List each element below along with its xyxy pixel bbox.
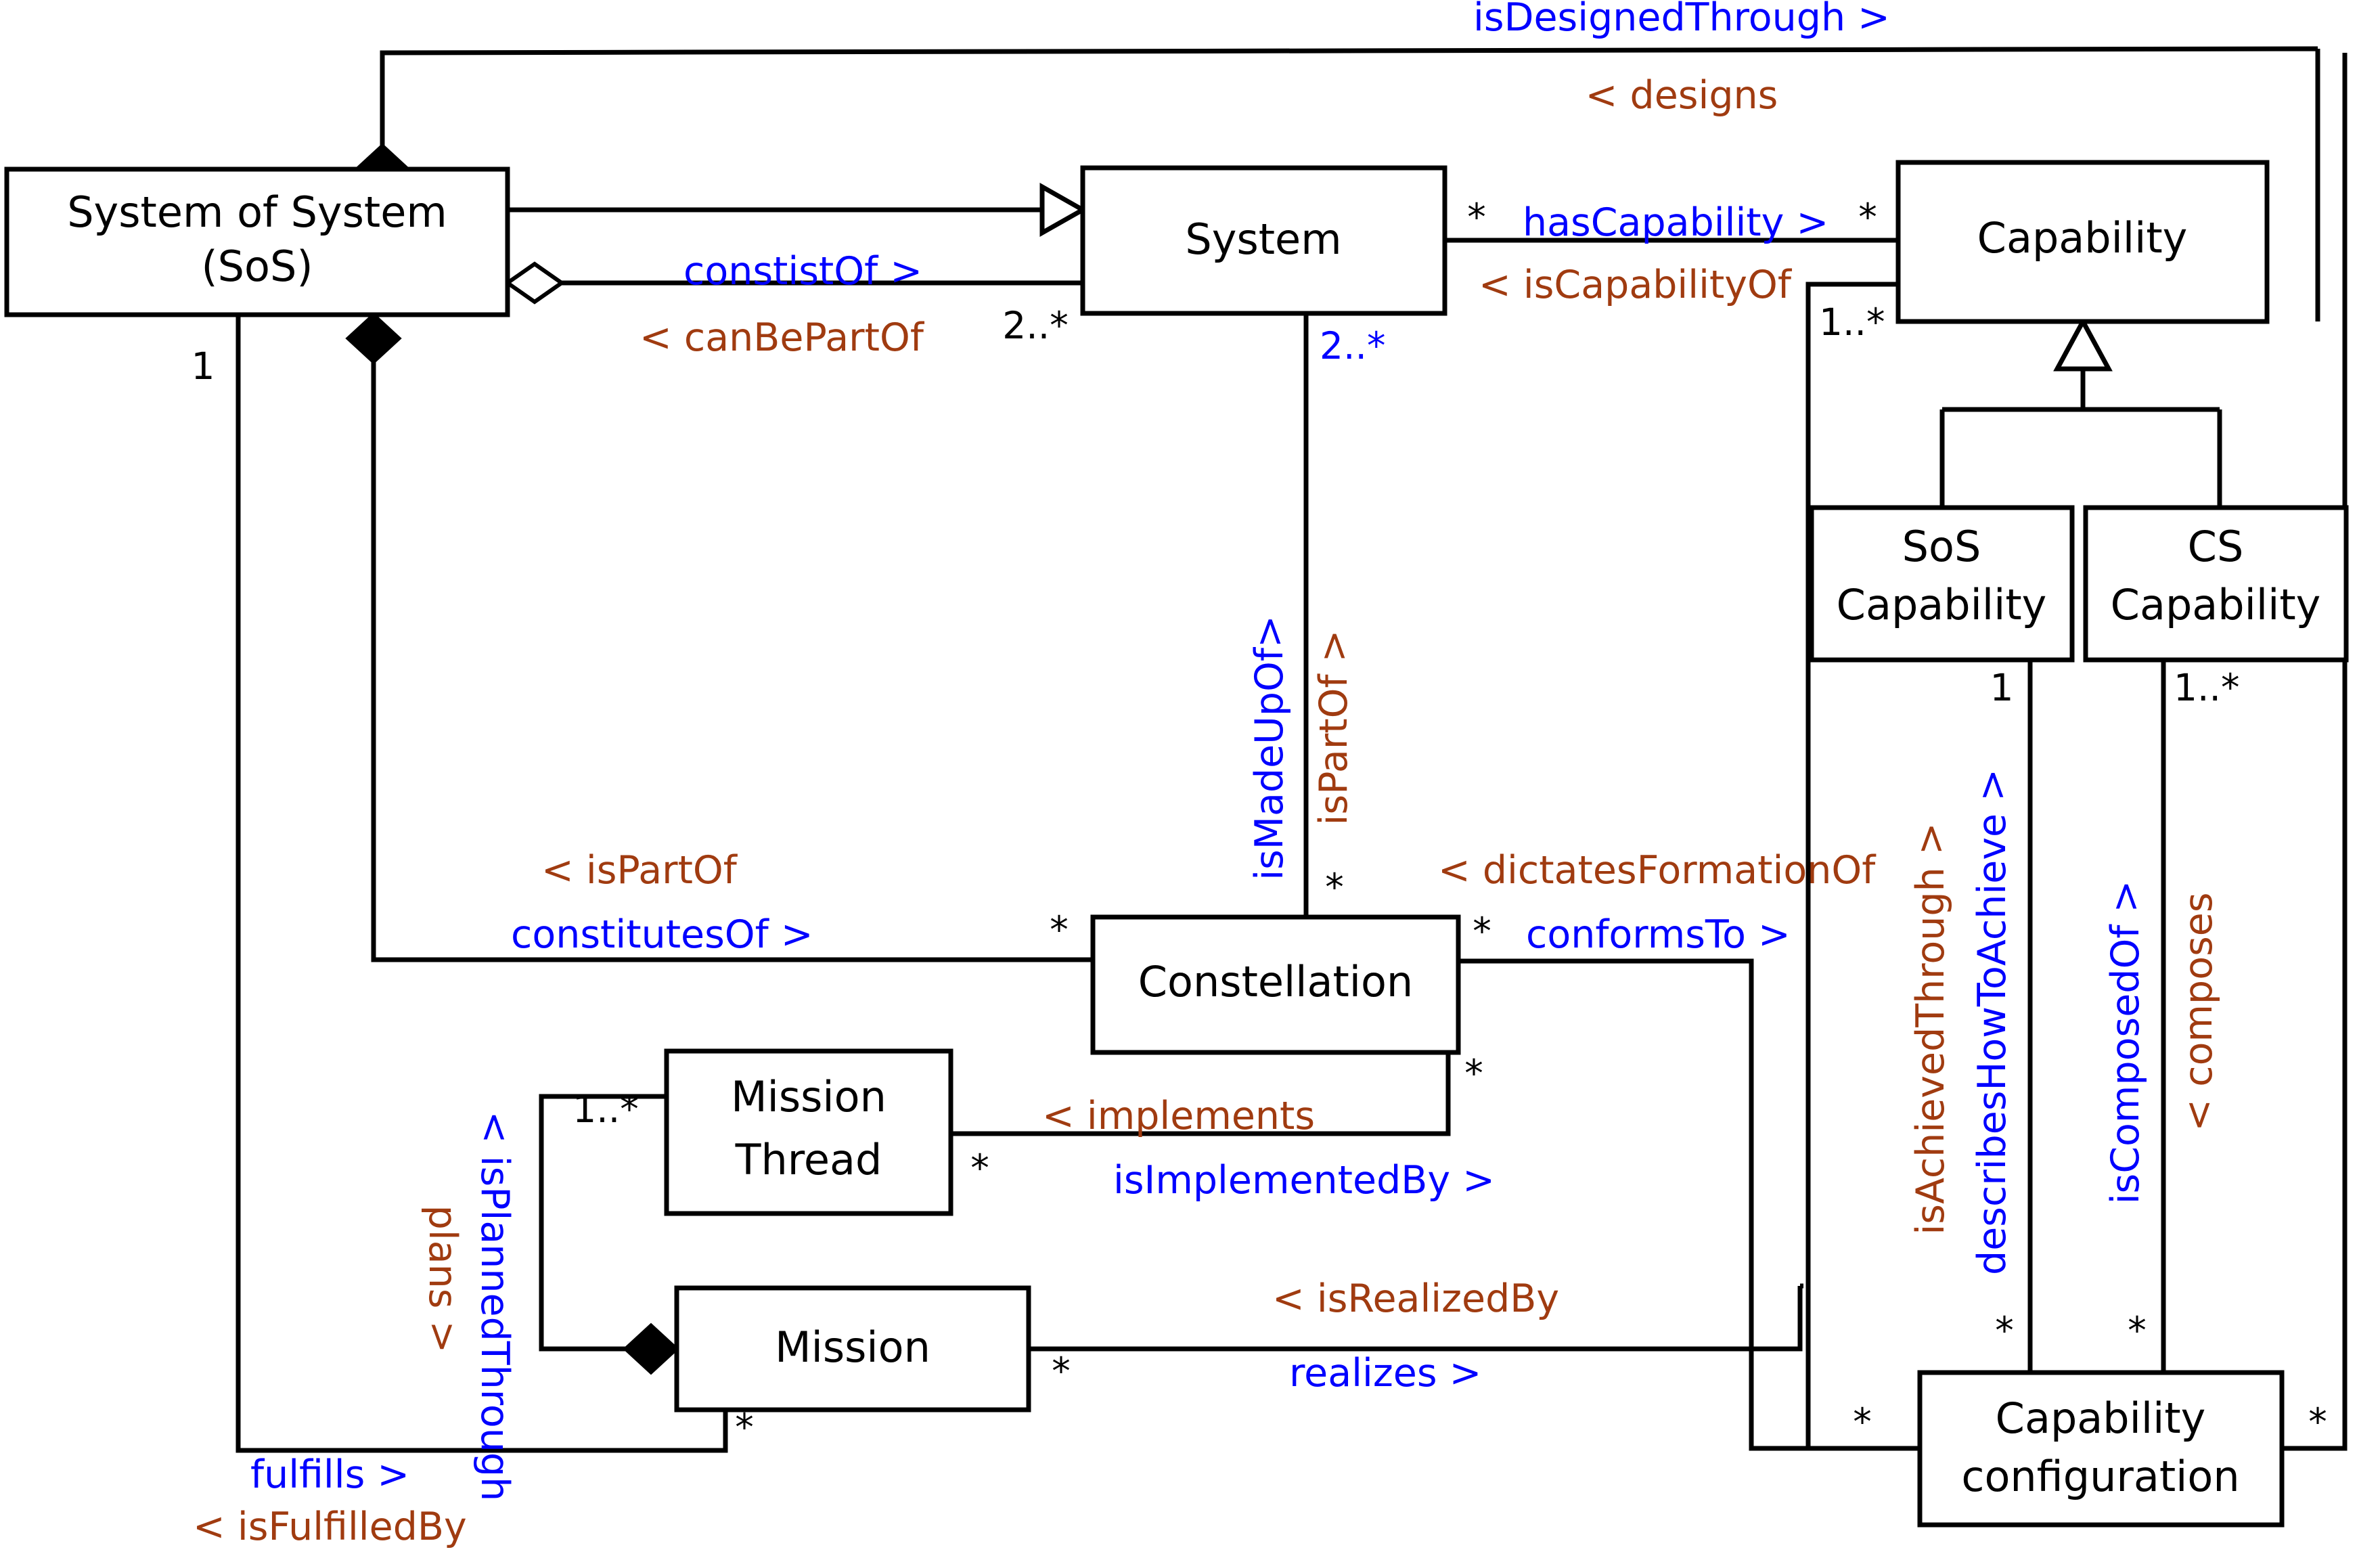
class-box-capability[interactable]: Capability	[1895, 160, 2270, 324]
label-is-planned-through: < isPlannedThrough	[472, 1111, 517, 1502]
label-is-achieved-through: isAchievedThrough >	[1908, 822, 1953, 1234]
class-label-soscap-line2: Capability	[1837, 580, 2047, 629]
class-label-system: System	[1185, 215, 1341, 264]
class-box-constellation[interactable]: Constellation	[1090, 914, 1461, 1055]
class-label-capconfig-line2: configuration	[1961, 1452, 2239, 1501]
class-label-sos-line2: (SoS)	[201, 242, 313, 291]
mult-soscap-bottom: 1	[1990, 666, 2014, 709]
class-label-cscap-line2: Capability	[2111, 580, 2321, 629]
mult-constellation-bottom: *	[1464, 1052, 1483, 1095]
generalization-arrow-system	[1039, 182, 1088, 238]
label-is-composed-of: isComposedOf >	[2103, 881, 2148, 1205]
mult-capconfig-left: *	[1853, 1400, 1872, 1444]
composition-diamond-sos-constitutes	[345, 312, 402, 365]
class-label-sos-line1: System of System	[67, 187, 447, 237]
edge-capconfig-right	[2282, 53, 2348, 1451]
class-box-cs-capability[interactable]: CS Capability	[2083, 505, 2349, 663]
mult-capconfig-right: *	[2308, 1400, 2327, 1444]
class-label-constellation: Constellation	[1138, 957, 1413, 1006]
class-box-mission[interactable]: Mission	[674, 1285, 1031, 1412]
label-is-designed-through: isDesignedThrough >	[1473, 0, 1890, 40]
mult-capconfig-top-right: *	[2128, 1309, 2147, 1352]
edge-conforms-to	[1458, 958, 1920, 1451]
mult-constellation-top: *	[1325, 866, 1344, 909]
edge-is-implemented-by	[951, 1052, 1451, 1136]
mult-constellation-right: *	[1473, 910, 1491, 953]
mult-sos-fulfills: 1	[192, 344, 215, 388]
composition-diamond-mission-planned	[623, 1322, 679, 1375]
label-is-part-of-vertical: isPartOf >	[1311, 630, 1356, 826]
mult-capconfig-top-left: *	[1995, 1309, 2014, 1352]
class-box-sos-capability[interactable]: SoS Capability	[1809, 505, 2075, 663]
label-dictates-formation-of: < dictatesFormationOf	[1438, 848, 1877, 893]
label-is-part-of: < isPartOf	[541, 848, 738, 893]
mult-missionthread-left: 1..*	[572, 1088, 638, 1131]
label-is-implemented-by: isImplementedBy >	[1113, 1158, 1495, 1203]
mult-system-left: 2..*	[1002, 304, 1068, 347]
label-constitutes-of: constitutesOf >	[511, 912, 813, 957]
label-is-capability-of: < isCapabilityOf	[1479, 263, 1793, 307]
class-label-soscap-line1: SoS	[1902, 522, 1981, 571]
edge-realizes	[1029, 1286, 1803, 1352]
mult-constellation-left: *	[1050, 908, 1069, 952]
aggregation-diamond-sos-constistof	[503, 261, 566, 305]
edge-is-planned-through	[539, 1094, 667, 1352]
label-has-capability: hasCapability >	[1523, 200, 1828, 245]
label-is-realized-by: < isRealizedBy	[1272, 1276, 1559, 1321]
edge-capability-generalization	[1939, 369, 2222, 508]
class-label-missionthread-line1: Mission	[731, 1072, 886, 1121]
label-is-made-up-of: isMadeUpOf>	[1247, 615, 1292, 881]
label-fulfills: fulfills >	[250, 1452, 409, 1497]
label-describes-how-to-achieve: describesHowToAchieve >	[1970, 769, 2015, 1275]
mult-cscap-bottom: 1..*	[2174, 666, 2239, 709]
mult-mission-bottom: *	[735, 1406, 754, 1449]
label-is-fulfilled-by: < isFulfilledBy	[193, 1505, 467, 1549]
label-plans: plans >	[420, 1205, 465, 1354]
label-designs: < designs	[1586, 73, 1778, 118]
edge-constitutes-of	[371, 338, 1093, 962]
mult-capability-left: *	[1858, 196, 1877, 239]
class-box-system-of-system[interactable]: System of System (SoS)	[4, 166, 510, 317]
class-label-cscap-line1: CS	[2188, 522, 2244, 571]
class-label-capconfig-line1: Capability	[1996, 1394, 2206, 1443]
class-label-missionthread-line2: Thread	[735, 1135, 882, 1184]
mult-missionthread-right: *	[970, 1147, 989, 1190]
mult-mission-right: *	[1052, 1350, 1071, 1393]
label-conforms-to: conformsTo >	[1526, 912, 1791, 957]
mult-capability-config-left: 1..*	[1819, 301, 1885, 344]
label-constist-of: constistOf >	[683, 249, 922, 294]
class-label-mission: Mission	[775, 1322, 930, 1372]
class-box-mission-thread[interactable]: Mission Thread	[664, 1048, 953, 1216]
edge-capability-to-config	[1805, 282, 1920, 1451]
label-realizes: realizes >	[1289, 1351, 1481, 1396]
generalization-arrow-capability	[2053, 316, 2113, 372]
class-box-system[interactable]: System	[1080, 165, 1447, 316]
label-composes: < composes	[2176, 892, 2221, 1131]
label-can-be-part-of: < canBePartOf	[639, 315, 925, 360]
class-label-capability: Capability	[1977, 213, 2188, 263]
mult-system-bottom: 2..*	[1320, 324, 1385, 368]
label-implements: < implements	[1042, 1094, 1315, 1138]
mult-system-right: *	[1467, 196, 1486, 239]
edge-fulfills	[235, 315, 728, 1453]
class-box-capability-configuration[interactable]: Capability configuration	[1917, 1370, 2285, 1528]
